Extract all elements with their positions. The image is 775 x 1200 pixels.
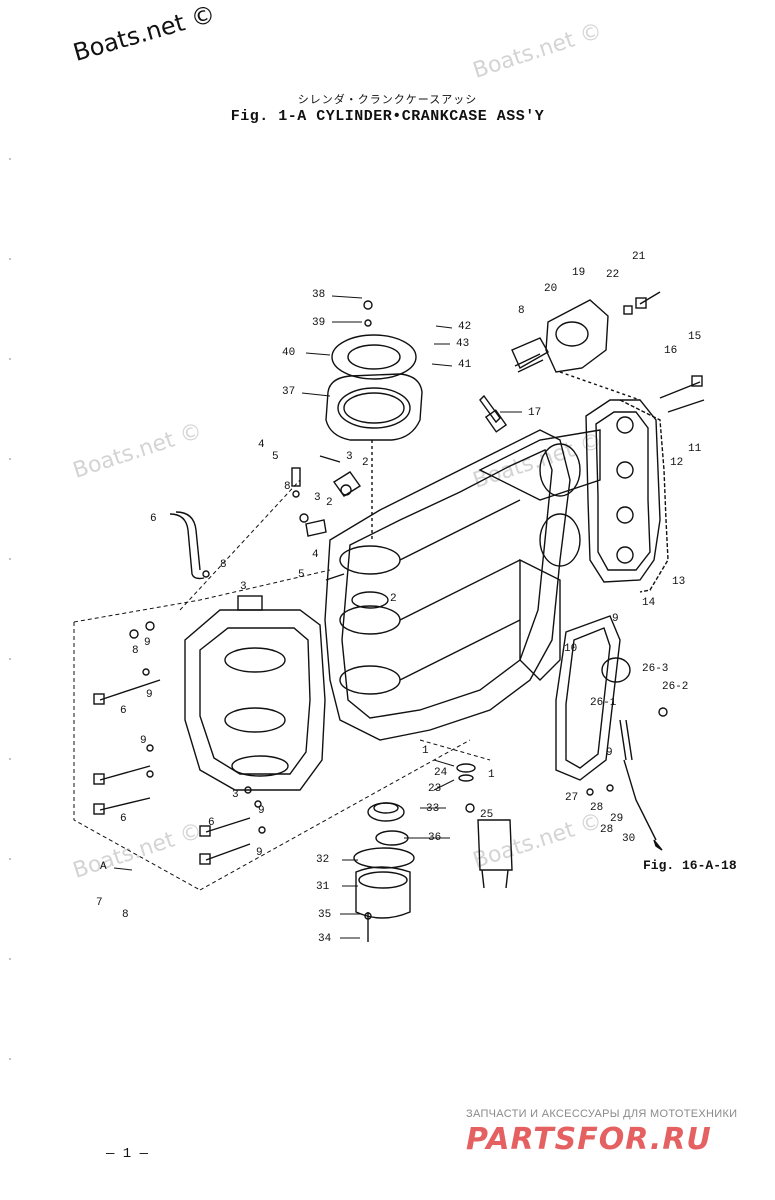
callout-label: 9 xyxy=(140,735,147,747)
callout-label: 9 xyxy=(146,689,153,701)
callout-label: 27 xyxy=(565,792,579,804)
callout-label: 9 xyxy=(256,847,263,859)
callout-label: 39 xyxy=(312,317,326,329)
fittings-group xyxy=(291,455,389,609)
callout-label: 3 xyxy=(232,789,239,801)
callout-label: 21 xyxy=(632,251,646,263)
callout-label: 12 xyxy=(670,457,684,469)
callout-label: 9 xyxy=(258,805,265,817)
callout-label: 4 xyxy=(312,549,319,561)
page-title-japanese: シレンダ・クランクケースアッシ xyxy=(297,93,478,106)
callout-label: 3 xyxy=(314,492,321,504)
callout-label: 8 xyxy=(132,645,139,657)
callout-label: 3 xyxy=(346,451,353,463)
side-cover-group xyxy=(585,375,705,593)
callout-label: 9 xyxy=(612,613,619,625)
callout-label: A xyxy=(100,861,107,873)
callout-label: 8 xyxy=(220,559,227,571)
callout-label: 6 xyxy=(120,813,127,825)
callout-label: 1 xyxy=(422,745,429,757)
callout-label: 8 xyxy=(518,305,525,317)
crankcase xyxy=(184,595,326,791)
callout-label: 6 xyxy=(120,705,127,717)
callout-label: 25 xyxy=(480,809,494,821)
callout-label: 29 xyxy=(610,813,624,825)
callout-label: 33 xyxy=(426,803,440,815)
callout-label: 10 xyxy=(564,643,578,655)
cylinder-block xyxy=(324,429,601,741)
callout-label: 23 xyxy=(428,783,442,795)
callout-label: 38 xyxy=(312,289,326,301)
callout-label: 17 xyxy=(528,407,542,419)
callout-label: 26-3 xyxy=(642,663,669,675)
callout-label: 30 xyxy=(622,833,636,845)
callout-label: 14 xyxy=(642,597,656,609)
callout-label: 5 xyxy=(272,451,279,463)
callout-label: 6 xyxy=(208,817,215,829)
callout-label: 11 xyxy=(688,443,702,455)
callout-label: 28 xyxy=(590,802,604,814)
callout-label: 5 xyxy=(298,569,305,581)
callout-label: 1 xyxy=(488,769,495,781)
callout-label: 8 xyxy=(284,481,291,493)
callout-label: 40 xyxy=(282,347,296,359)
callout-label: 24 xyxy=(434,767,448,779)
callout-label: 15 xyxy=(688,331,702,343)
exhaust-cover-group xyxy=(555,615,668,851)
callout-label: 32 xyxy=(316,854,330,866)
callout-label: 37 xyxy=(282,386,296,398)
footer-logo: PARTSFOR.RU xyxy=(466,1122,712,1157)
figure-reference: Fig. 16-A-18 xyxy=(643,858,737,873)
callout-label: 22 xyxy=(606,269,620,281)
thermostat-group xyxy=(511,291,661,401)
callout-label: 3 xyxy=(240,581,247,593)
callout-label: 26-1 xyxy=(590,697,617,709)
callout-label: 36 xyxy=(428,832,442,844)
alignment-lines xyxy=(73,479,491,891)
callout-label: 28 xyxy=(600,824,614,836)
callout-label: 4 xyxy=(258,439,265,451)
callout-label: 31 xyxy=(316,881,330,893)
callout-label: 20 xyxy=(544,283,558,295)
callout-label: 2 xyxy=(362,457,369,469)
callout-label: 13 xyxy=(672,576,686,588)
callout-label: 26-2 xyxy=(662,681,689,693)
callout-label: 2 xyxy=(390,593,397,605)
callout-label: 41 xyxy=(458,359,472,371)
head-cover-group xyxy=(325,300,423,540)
callout-label: 16 xyxy=(664,345,678,357)
footer-tagline: ЗАПЧАСТИ И АКСЕССУАРЫ ДЛЯ МОТОТЕХНИКИ xyxy=(466,1108,738,1120)
callout-label: 2 xyxy=(326,497,333,509)
spark-plug xyxy=(479,394,508,433)
hose xyxy=(169,511,210,580)
callout-label: 7 xyxy=(96,897,103,909)
callout-label: 19 xyxy=(572,267,586,279)
callout-label: 42 xyxy=(458,321,472,333)
callout-label: 34 xyxy=(318,933,332,945)
page-title: Fig. 1-A CYLINDER•CRANKCASE ASS'Y xyxy=(230,108,545,125)
callout-label: 9 xyxy=(144,637,151,649)
lower-parts xyxy=(353,763,513,942)
callout-label: 43 xyxy=(456,338,470,350)
page-number: — 1 — xyxy=(106,1146,149,1162)
callout-label: 6 xyxy=(150,513,157,525)
callout-label: 35 xyxy=(318,909,332,921)
leader-lines xyxy=(113,295,522,939)
callout-label: 9 xyxy=(606,747,613,759)
left-bolts xyxy=(93,621,266,865)
callout-label: 8 xyxy=(122,909,129,921)
